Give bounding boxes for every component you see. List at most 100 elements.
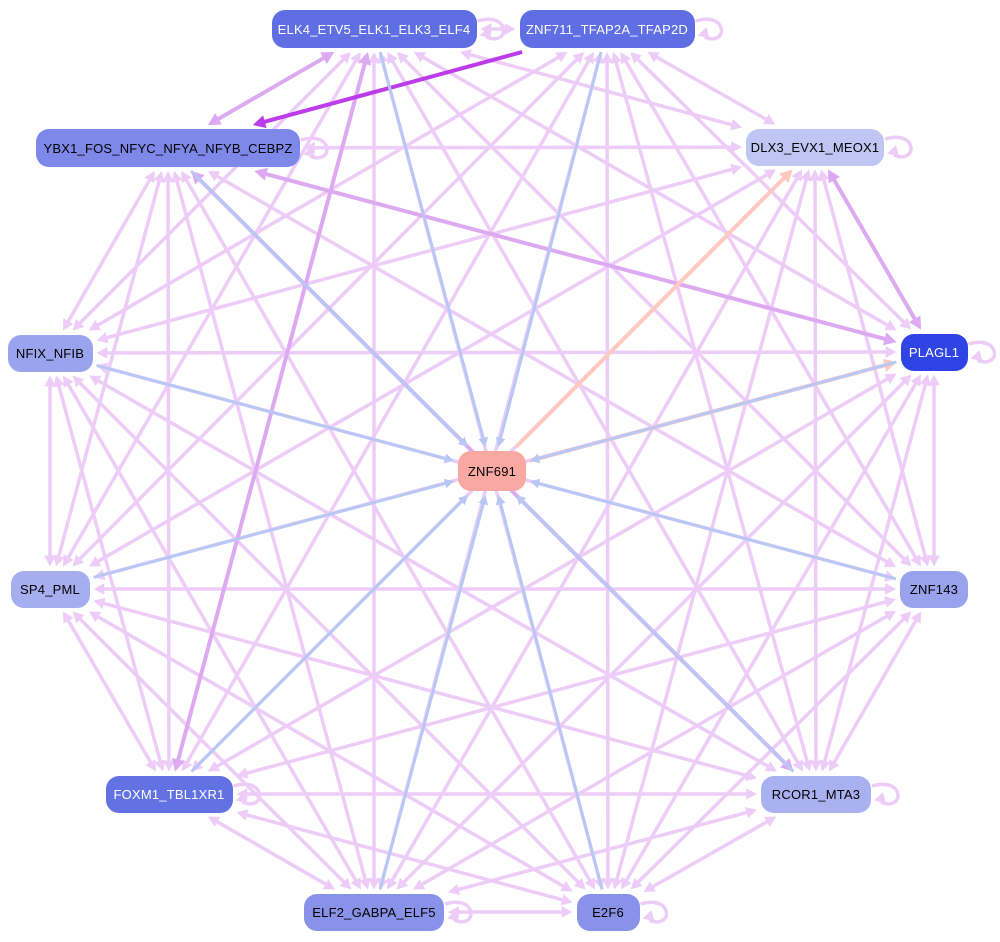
mesh-edge-arrowhead — [88, 556, 102, 567]
mesh-edge-arrowhead — [93, 597, 106, 610]
node-e2f6[interactable]: E2F6 — [576, 893, 640, 931]
mesh-edge-arrowhead — [620, 52, 631, 65]
blue-edge-arrowhead — [495, 495, 506, 506]
magenta-edge-arrowhead — [252, 115, 267, 129]
mesh-edge-arrowhead — [584, 877, 596, 890]
blue-edge — [536, 481, 897, 581]
node-plagl1[interactable]: PLAGL1 — [900, 333, 968, 371]
mesh-edge-arrowhead — [560, 894, 573, 906]
self-loop-edge — [476, 17, 506, 41]
blue-edge-arrowhead — [443, 453, 454, 464]
plum_dark-edge-arrowhead — [254, 167, 269, 181]
mesh-edge-arrowhead — [72, 554, 85, 567]
mesh-edge-arrowhead — [96, 332, 109, 344]
mesh-edge-arrowhead — [93, 583, 105, 595]
plum_dark-edge-arrowhead — [828, 169, 840, 184]
mesh-edge-arrowhead — [647, 52, 660, 63]
mesh-edge-arrowhead — [413, 879, 426, 890]
plum_dark-edge-arrowhead — [207, 113, 222, 125]
mesh-edge-arrowhead — [359, 877, 371, 890]
mesh-edge-arrowhead — [88, 611, 102, 622]
blue-edge-arrowhead — [457, 495, 468, 506]
blue-edge-arrowhead — [516, 495, 527, 506]
mesh-edge-arrowhead — [899, 374, 912, 387]
mesh-edge-arrowhead — [368, 52, 380, 63]
mesh-edge-arrowhead — [602, 878, 614, 890]
self-loop-arrowhead — [887, 145, 899, 157]
mesh-edge-arrowhead — [162, 171, 174, 182]
node-znf143[interactable]: ZNF143 — [900, 570, 968, 608]
node-dlx3-evx1-meox1[interactable]: DLX3_EVX1_MEOX1 — [746, 128, 884, 166]
node-foxm1-tbl1xr1[interactable]: FOXM1_TBL1XR1 — [105, 775, 233, 813]
mesh-edge-arrowhead — [828, 759, 840, 772]
mesh-edge-arrowhead — [883, 610, 896, 622]
mesh-edge-arrowhead — [763, 114, 776, 125]
mesh-edge-arrowhead — [339, 52, 351, 64]
mesh-edge-arrowhead — [910, 374, 921, 387]
blue-edge-arrowhead — [530, 453, 541, 464]
mesh-edge-arrowhead — [899, 554, 912, 567]
plum_dark-edge-arrowhead — [320, 52, 335, 64]
node-nfix-nfib[interactable]: NFIX_NFIB — [7, 334, 93, 372]
blue-edge-arrowhead — [457, 436, 468, 447]
node-elk4-etv5-elk1-elk3-elf4[interactable]: ELK4_ETV5_ELK1_ELK3_ELF4 — [271, 10, 477, 48]
mesh-edge — [831, 617, 919, 766]
blue-edge-arrowhead — [530, 478, 541, 489]
self-loop-edge — [639, 900, 669, 924]
mesh-edge-arrowhead — [387, 52, 398, 65]
self-loop-edge — [232, 782, 262, 806]
mesh-edge-arrowhead — [144, 171, 155, 184]
mesh-edge-arrowhead — [171, 171, 183, 183]
mesh-edge-arrowhead — [322, 879, 335, 890]
mesh-edge-arrowhead — [396, 877, 409, 890]
node-rcor1-mta3[interactable]: RCOR1_MTA3 — [761, 775, 871, 813]
mesh-edge — [104, 350, 889, 355]
mesh-edge-arrowhead — [145, 759, 156, 772]
node-sp4-pml[interactable]: SP4_PML — [10, 570, 90, 608]
mesh-edge-arrowhead — [611, 877, 623, 890]
mesh-edge — [184, 58, 592, 766]
mesh-edge-arrowhead — [928, 555, 940, 567]
salmon-edge-arrowhead — [779, 169, 793, 183]
blue-edge-arrowhead — [478, 436, 488, 447]
mesh-edge — [605, 60, 610, 882]
mesh-edge-arrowhead — [44, 375, 56, 387]
mesh-edge-arrowhead — [883, 556, 896, 568]
mesh-edge-arrowhead — [63, 554, 74, 567]
mesh-edge — [389, 175, 800, 884]
node-znf691-center[interactable]: ZNF691 — [458, 451, 526, 491]
mesh-edge-arrowhead — [368, 878, 380, 890]
mesh-edge-arrowhead — [236, 809, 249, 821]
mesh-edge-arrowhead — [72, 375, 85, 388]
mesh-edge-arrowhead — [72, 611, 85, 624]
mesh-edge-arrowhead — [181, 759, 193, 772]
mesh-edge-arrowhead — [884, 596, 896, 608]
mesh-edge-arrowhead — [885, 583, 896, 595]
self-loop-edge — [884, 135, 913, 159]
mesh-edge-arrowhead — [459, 49, 472, 61]
plum_dark-edge — [215, 55, 327, 122]
mesh-edge-arrowhead — [154, 759, 166, 772]
plum_dark-edge-arrowhead — [171, 757, 185, 772]
mesh-edge-arrowhead — [899, 611, 912, 624]
blue-edge-arrowhead — [495, 436, 506, 447]
self-loop-arrowhead — [447, 910, 459, 922]
mesh-edge-arrowhead — [601, 52, 613, 63]
mesh-edge-arrowhead — [885, 346, 897, 358]
mesh-edge-arrowhead — [561, 906, 573, 918]
blue-edge — [93, 481, 448, 579]
node-elf2-gabpa-elf5[interactable]: ELF2_GABPA_ELF5 — [304, 893, 444, 931]
mesh-edge-arrowhead — [792, 759, 803, 772]
mesh-edge — [244, 812, 565, 902]
mesh-edge — [214, 819, 329, 887]
mesh-edge — [455, 810, 750, 892]
self-loop-arrowhead — [479, 27, 492, 39]
mesh-edge-arrowhead — [208, 816, 221, 827]
mesh-edge-arrowhead — [800, 169, 812, 182]
blue-edge — [520, 499, 795, 773]
mesh-edge-arrowhead — [53, 554, 65, 567]
mesh-edge-arrowhead — [72, 318, 85, 331]
mesh-edge-arrowhead — [910, 554, 921, 567]
node-ybx1-fos-nfyc-nfya-nfyb-cebpz[interactable]: YBX1_FOS_NFYC_NFYA_NFYB_CEBPZ — [36, 129, 300, 167]
node-znf711-tfap2a-tfap2d[interactable]: ZNF711_TFAP2A_TFAP2D — [519, 10, 695, 48]
